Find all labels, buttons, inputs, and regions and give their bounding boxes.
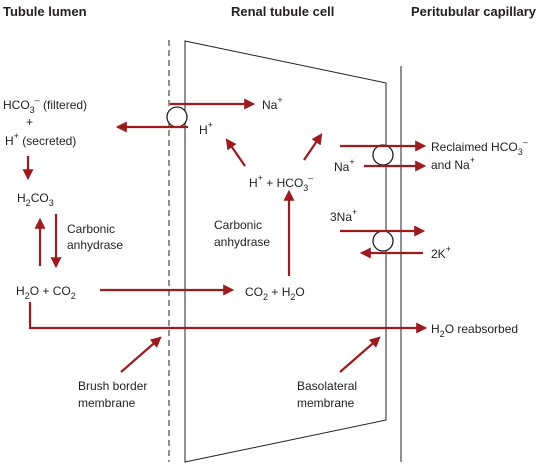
label-basolateral-membrane: membrane [297,396,355,410]
basolateral-na-hco3-cotransporter [372,144,394,166]
label-co2-h2o: CO2 + H2O [245,285,305,302]
label-cell-carbonic: Carbonic [214,218,262,232]
label-h-apical: H+ [199,120,213,137]
label-reclaimed-hco3: Reclaimed HCO3– [431,137,528,157]
label-cell-anhydrase: anhydrase [214,235,270,249]
label-plus: + [26,115,33,129]
label-brush-border: Brush border [78,379,147,393]
label-and-na: and Na+ [431,155,475,172]
arrow-h2o-reabsorbed [28,302,428,334]
apical-na-h-exchanger [166,106,188,128]
label-2k: 2K+ [431,244,451,261]
label-h2o-co2: H2O + CO2 [16,284,76,301]
label-brush-border-membrane: membrane [78,396,136,410]
label-h-plus-hco3: H+ + HCO3– [249,173,313,193]
label-lumen-anhydrase: anhydrase [67,238,123,252]
header-tubule-lumen: Tubule lumen [3,4,87,19]
header-renal-tubule-cell: Renal tubule cell [231,4,334,19]
label-na-apical: Na+ [262,95,283,112]
arrow-basolateral-pointer [339,336,381,373]
label-na-basolateral: Na+ [334,157,355,174]
arrow-h-to-exchanger [225,138,246,167]
arrow-brush-border-pointer [120,336,162,373]
label-hco3-filtered: HCO3– (filtered) [3,95,87,115]
label-h-secreted: H+ (secreted) [5,131,76,148]
label-h2o-reabsorbed: H2O reabsorbed [431,322,518,339]
label-3na: 3Na+ [330,207,357,224]
arrow-hco3-to-basolateral [303,133,323,161]
label-lumen-carbonic: Carbonic [67,222,115,236]
basolateral-na-k-pump [372,230,394,252]
header-peritubular-capillary: Peritubular capillary [411,4,537,19]
label-basolateral: Basolateral [297,379,357,393]
label-h2co3: H2CO3 [17,191,54,208]
renal-tubule-cell-outline [184,40,387,463]
